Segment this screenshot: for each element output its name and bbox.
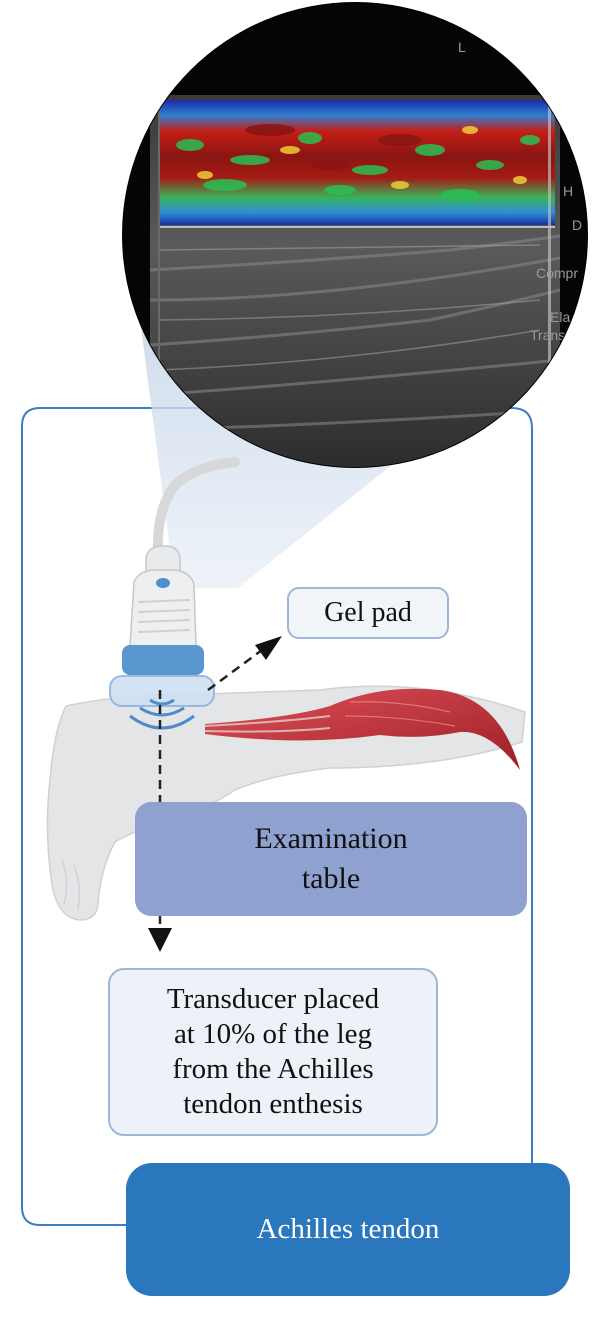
gel-pad-label: Gel pad [287, 587, 449, 639]
inset-text-ela: Ela [550, 309, 570, 325]
ultrasound-transducer-icon [109, 457, 240, 730]
inset-text-l: L [458, 39, 466, 55]
inset-text-h: H [563, 183, 573, 199]
inset-text-d: D [572, 217, 582, 233]
inset-text-compr: Compr [536, 265, 578, 281]
inset-text-trans: Trans [530, 327, 565, 343]
elastography-image: L H D Compr Ela Trans [122, 2, 588, 468]
transducer-placement-label: Transducer placed at 10% of the leg from… [108, 968, 438, 1136]
calf-muscle-icon [204, 688, 520, 770]
examination-table-label: Examination table [135, 802, 527, 916]
achilles-tendon-label: Achilles tendon [126, 1163, 570, 1296]
diagram-frame [21, 407, 533, 1226]
gel-pad-arrow [207, 636, 282, 692]
